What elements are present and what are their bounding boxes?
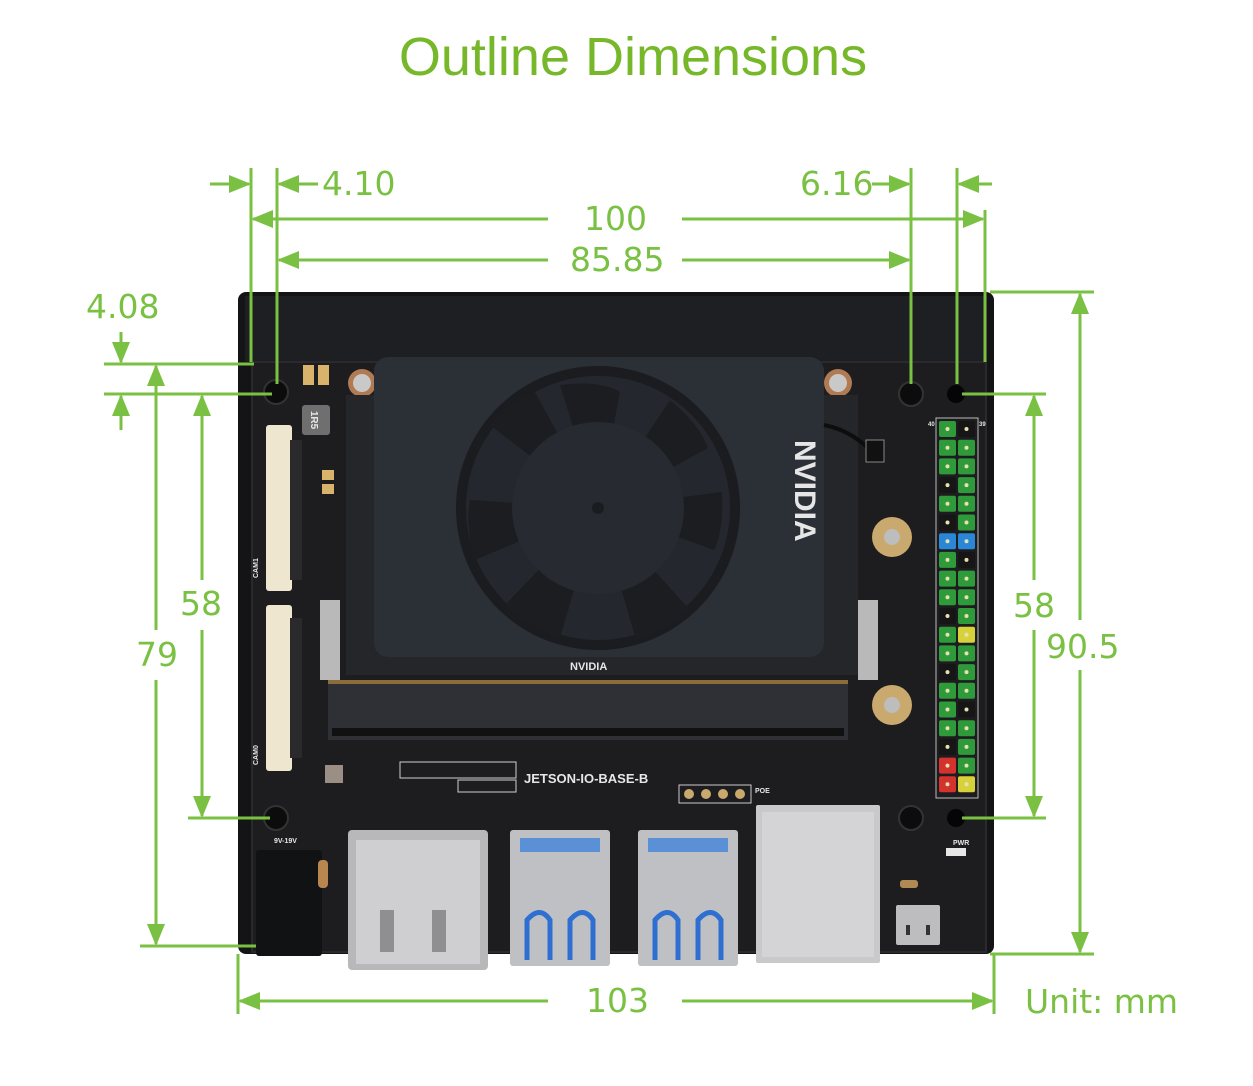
mounting-screw-icon: [263, 379, 965, 831]
usb3-port-1: [510, 830, 610, 966]
fan-heatsink: NVIDIA: [374, 357, 824, 657]
inductor-mark: 1R5: [308, 411, 319, 430]
svg-text:CAM1: CAM1: [253, 558, 260, 578]
poe-header: POE: [678, 784, 770, 804]
micro-usb-port: [896, 905, 940, 945]
svg-text:9V-19V: 9V-19V: [274, 838, 297, 845]
ethernet-port: [756, 805, 880, 963]
board-silkscreen-name: JETSON-IO-BASE-B: [524, 771, 648, 786]
svg-text:39: 39: [979, 422, 986, 428]
svg-text:CAM0: CAM0: [253, 745, 260, 765]
displayport-connector: [348, 830, 488, 970]
dimension-lines: [104, 168, 1094, 1014]
dim-right-offset: 6.16: [800, 164, 874, 203]
module-brand-bottom: NVIDIA: [570, 661, 607, 673]
svg-text:POE: POE: [755, 788, 770, 795]
carrier-board: 1R5 CAM1 CAM0 NVIDIA: [238, 292, 994, 970]
dim-overall-height: 90.5: [1046, 627, 1120, 666]
svg-text:40: 40: [928, 422, 935, 428]
dim-hole-spacing-x: 85.85: [570, 240, 665, 279]
pwr-led-label: PWR: [953, 840, 969, 847]
cam1-connector: CAM1: [253, 425, 302, 591]
unit-label: Unit: mm: [1025, 982, 1179, 1021]
dim-overall-width-bottom: 103: [586, 981, 649, 1020]
module-brand-top: NVIDIA: [788, 440, 821, 542]
dim-hole-spacing-y-left: 58: [180, 584, 222, 623]
diagram-title: Outline Dimensions: [398, 27, 868, 87]
usb3-port-2: [638, 830, 738, 966]
dim-overall-width-top: 100: [584, 199, 647, 238]
sodimm-slot: [320, 600, 878, 740]
dim-height-left: 79: [136, 635, 178, 674]
dim-left-offset: 4.10: [322, 164, 396, 203]
dim-hole-spacing-y-right: 58: [1013, 586, 1055, 625]
gpio-header: 40 39: [928, 417, 986, 799]
cam0-connector: CAM0: [253, 605, 302, 771]
dc-power-jack: 9V-19V: [256, 838, 328, 956]
dim-top-offset: 4.08: [86, 287, 160, 326]
